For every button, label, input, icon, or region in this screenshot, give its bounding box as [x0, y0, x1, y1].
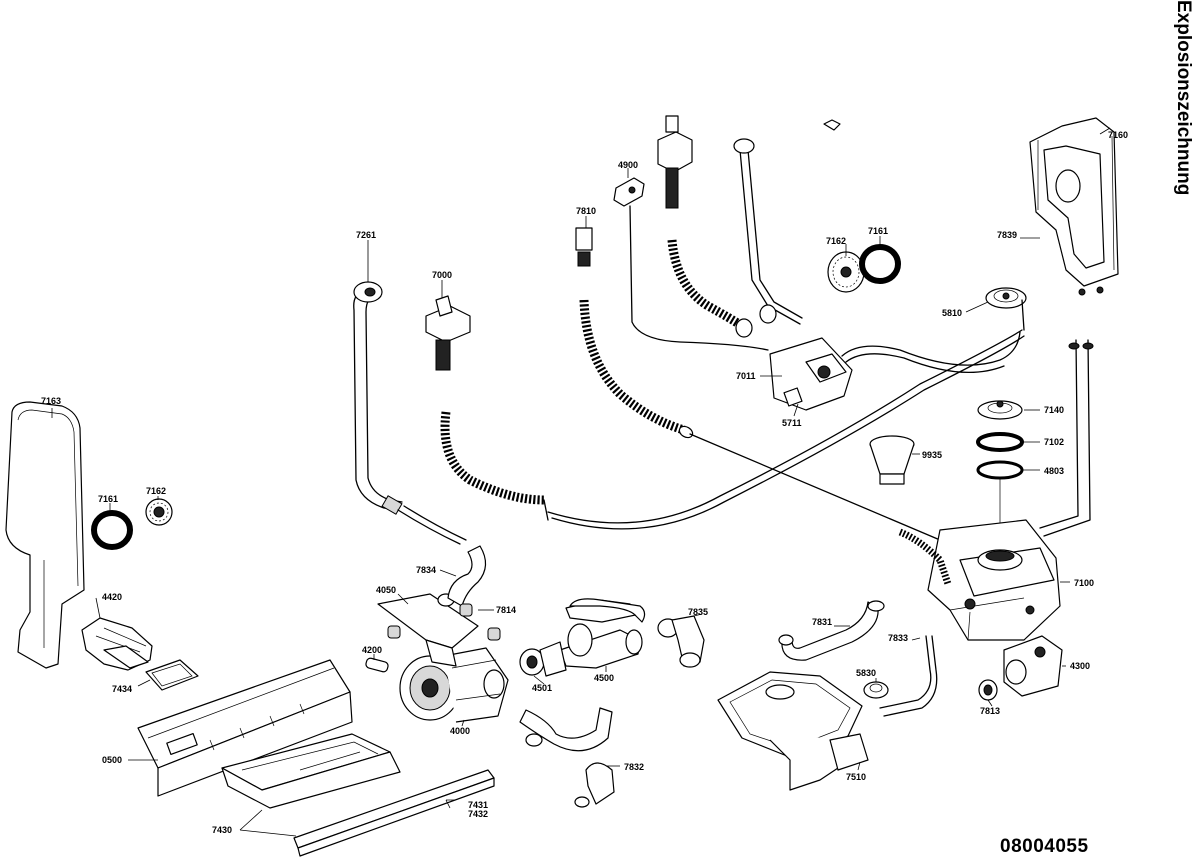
part-label-4300: 4300	[1070, 661, 1091, 671]
part-label-4200: 4200	[362, 645, 383, 655]
part-label-7510: 7510	[846, 772, 867, 782]
part-label-7832: 7832	[624, 762, 645, 772]
ring-4803	[976, 460, 1024, 480]
part-label-4900: 4900	[618, 160, 639, 170]
hinge-4420	[81, 617, 153, 671]
part-label-0500: 0500	[102, 755, 123, 765]
part-label-7100: 7100	[1074, 578, 1095, 588]
inlet-valve-7000	[425, 295, 549, 521]
part-label-7430: 7430	[212, 825, 233, 835]
part-label-7835: 7835	[688, 607, 709, 617]
part-label-5711: 5711	[782, 418, 802, 428]
nut-7813	[978, 679, 998, 701]
coupling-7835	[657, 615, 705, 668]
part-label-7261: 7261	[356, 230, 377, 240]
funnel-9935	[869, 435, 915, 485]
hose-7834	[397, 505, 487, 607]
part-label-7000: 7000	[432, 270, 453, 280]
part-label-7162-right: 7162	[826, 236, 847, 246]
part-label-7163: 7163	[41, 396, 62, 406]
bracket-7011	[769, 331, 1021, 411]
hose-7810	[575, 227, 694, 439]
part-label-7102: 7102	[1044, 437, 1065, 447]
hose-7832	[519, 707, 615, 808]
part-label-7432: 7432	[468, 809, 489, 819]
part-label-7162-left: 7162	[146, 486, 167, 496]
valve-assembly	[657, 115, 841, 338]
gear-wheel-7162-left	[145, 498, 173, 526]
part-label-4050: 4050	[376, 585, 397, 595]
part-label-7160: 7160	[1108, 130, 1129, 140]
sump-base-7510	[717, 671, 869, 791]
leader-lines	[51, 127, 1111, 837]
part-label-7833: 7833	[888, 633, 909, 643]
part-label-7831: 7831	[812, 617, 833, 627]
part-label-7431: 7431	[468, 800, 489, 810]
connector-4900	[613, 177, 769, 351]
part-label-5810: 5810	[942, 308, 963, 318]
part-label-7161-left: 7161	[98, 494, 119, 504]
drawing-number: 08004055	[1000, 836, 1089, 857]
drawing-title: Explosionszeichnung	[1173, 0, 1194, 196]
ring-7102	[976, 432, 1024, 452]
rail-7431	[293, 769, 495, 857]
part-label-7161-right: 7161	[868, 226, 889, 236]
hinge-cover-7434	[145, 659, 199, 691]
part-label-4000: 4000	[450, 726, 471, 736]
part-label-7834: 7834	[416, 565, 437, 575]
part-label-9935: 9935	[922, 450, 943, 460]
part-label-7810: 7810	[576, 206, 597, 216]
base-plate-0500	[137, 659, 353, 797]
seal-4501	[519, 641, 567, 677]
sump-7100	[898, 519, 1061, 641]
part-label-4500: 4500	[594, 673, 615, 683]
pump-4300	[1003, 635, 1063, 697]
fittings-7814	[387, 603, 501, 641]
part-label-7434: 7434	[112, 684, 133, 694]
cap-7140	[977, 400, 1023, 420]
door-panel-7163	[5, 401, 85, 669]
part-label-4501: 4501	[532, 683, 553, 693]
part-label-4420: 4420	[102, 592, 123, 602]
part-label-5830: 5830	[856, 668, 877, 678]
gear-wheel-7162-right	[827, 251, 865, 293]
part-label-7839: 7839	[997, 230, 1018, 240]
part-label-7011: 7011	[736, 371, 756, 381]
frame-7160	[1029, 117, 1119, 296]
part-label-7140: 7140	[1044, 405, 1065, 415]
part-label-7813: 7813	[980, 706, 1001, 716]
part-label-4803: 4803	[1044, 466, 1065, 476]
circulation-pump-4000	[399, 647, 509, 723]
seal-ring-7161-right	[859, 244, 901, 284]
part-4200	[365, 657, 389, 673]
part-label-7814: 7814	[496, 605, 517, 615]
hose-7831	[778, 600, 885, 661]
seal-ring-7161-left	[91, 510, 133, 550]
pressure-switch-5810	[985, 287, 1027, 331]
tray-7430	[221, 733, 401, 809]
part-5830	[863, 681, 889, 699]
drain-hose-7261	[353, 281, 403, 515]
